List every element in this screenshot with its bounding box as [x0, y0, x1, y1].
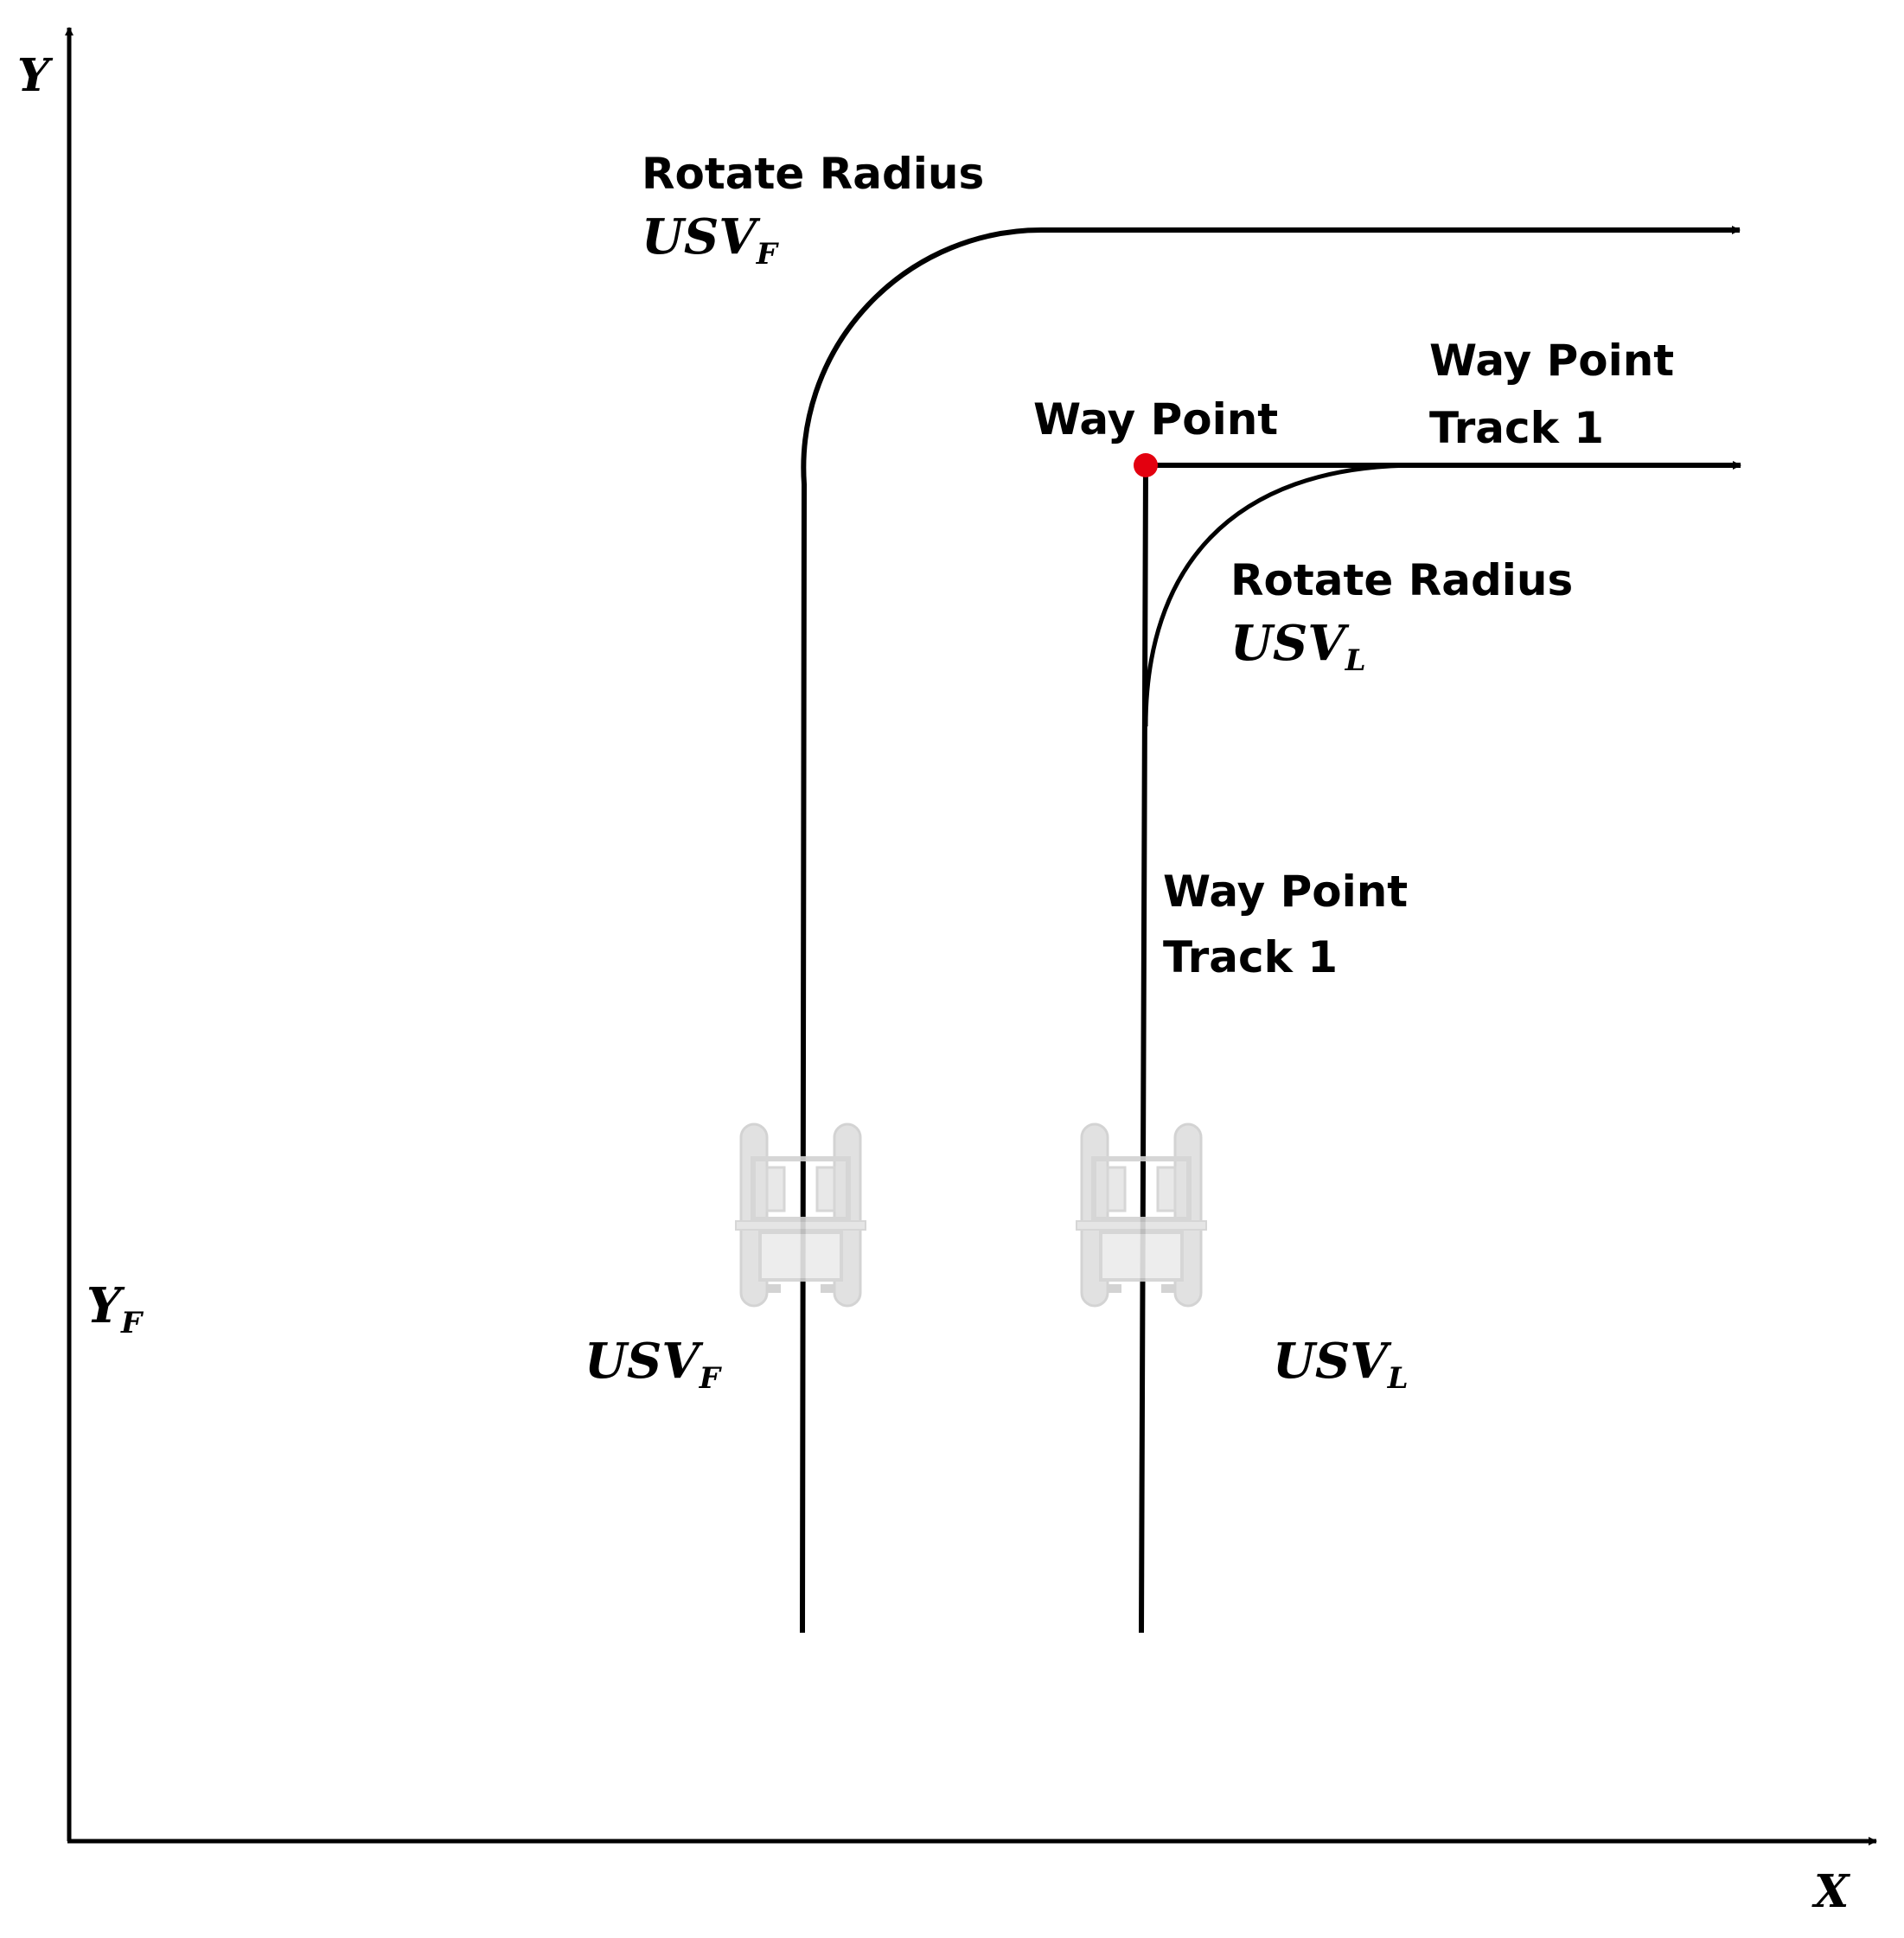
way-point-track-mid-line2: Track 1 [1163, 932, 1339, 982]
usv-leader-label: USVL [1273, 1333, 1409, 1396]
way-point-track-top-line1: Way Point [1429, 336, 1675, 386]
leader-rotate-radius-path [1143, 463, 1419, 727]
way-point-track-top-line2: Track 1 [1429, 403, 1605, 453]
usv-follower-label: USVF [585, 1333, 720, 1396]
x-axis-label: X [1814, 1865, 1850, 1918]
way-point-track-mid-line1: Way Point [1163, 867, 1409, 917]
rotate-radius-leader-title: Rotate Radius [1230, 555, 1574, 605]
rotate-radius-leader-usv: USVL [1230, 615, 1366, 678]
y-axis-label: Y [17, 49, 50, 102]
rotate-radius-follower-title: Rotate Radius [642, 149, 985, 199]
follower-track-path [800, 226, 1741, 1634]
way-point-label: Way Point [1033, 394, 1279, 445]
way-point-marker [1134, 453, 1158, 477]
rotate-radius-follower-usv: USVF [642, 208, 777, 272]
y-follower-label: YF [86, 1277, 143, 1340]
